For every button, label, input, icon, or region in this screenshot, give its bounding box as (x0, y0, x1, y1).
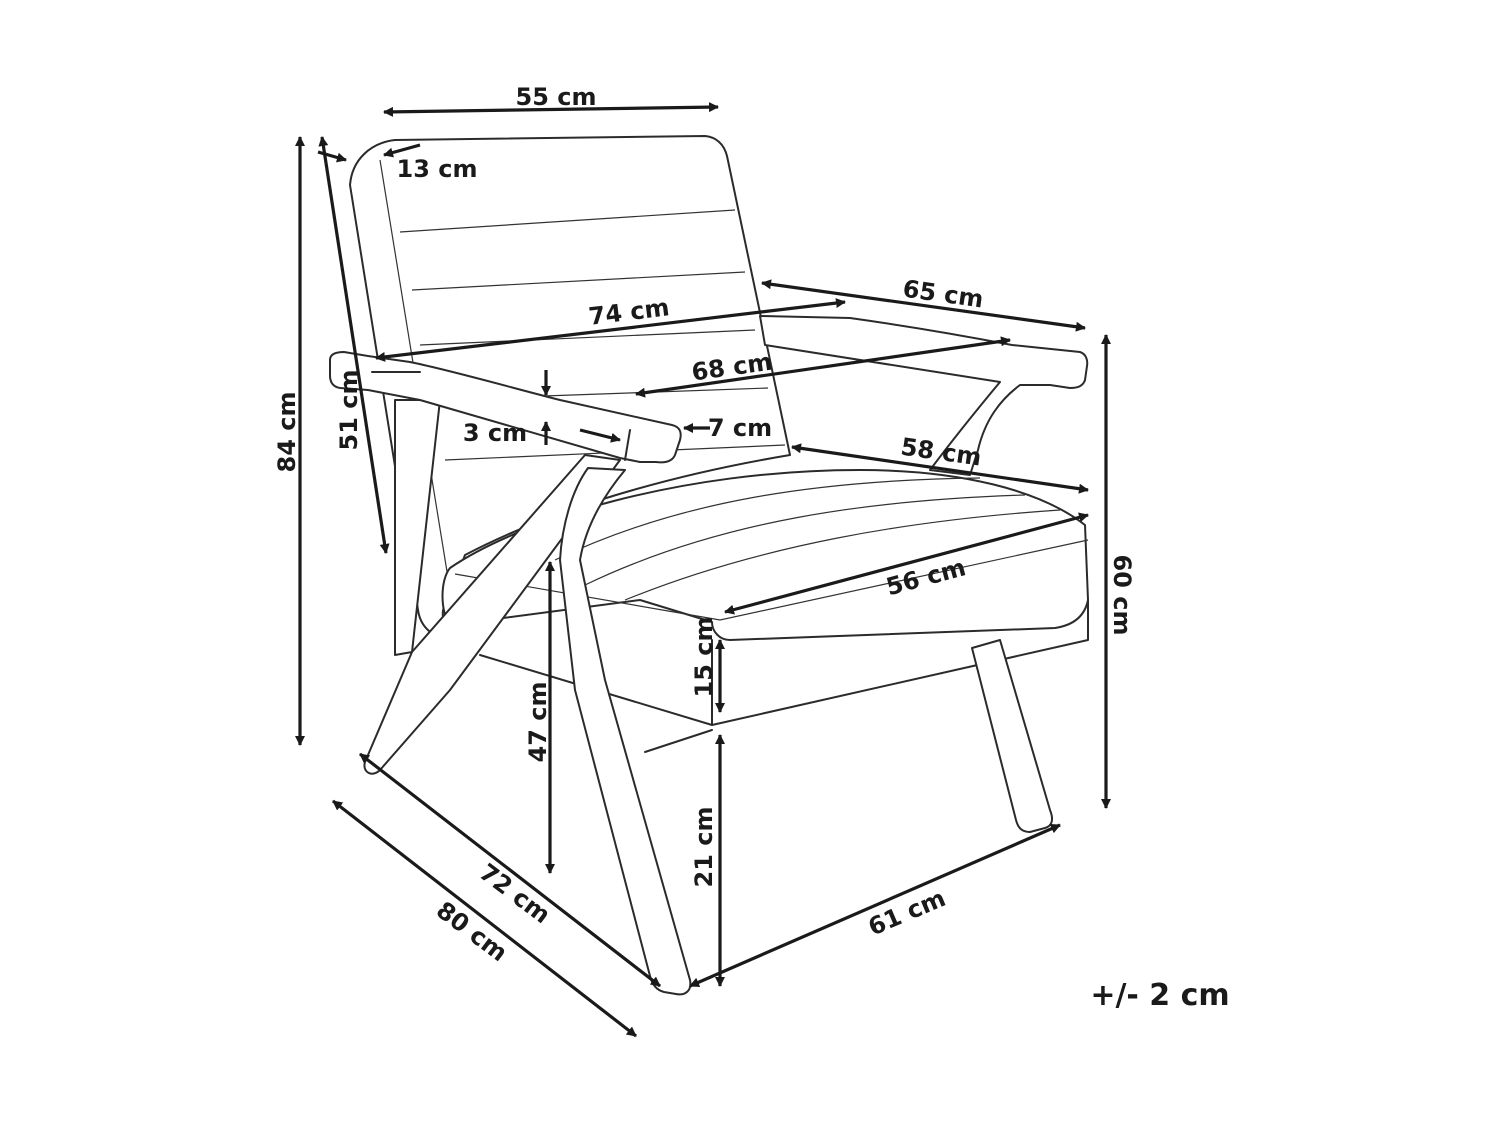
tolerance-note: +/- 2 cm (1090, 978, 1229, 1013)
label-base-clearance: 21 cm (690, 807, 718, 888)
label-arm-thickness: 3 cm (463, 419, 527, 447)
label-arm-height: 60 cm (1108, 555, 1136, 636)
label-cushion-height: 15 cm (690, 617, 718, 698)
dimension-lines (295, 102, 1111, 1038)
left-front-leg (559, 467, 692, 996)
label-arm-width: 7 cm (708, 414, 772, 442)
label-total-height: 84 cm (273, 392, 301, 473)
label-arm-length-right: 65 cm (901, 275, 985, 314)
label-seat-height: 47 cm (524, 682, 552, 763)
label-back-thickness: 13 cm (397, 155, 478, 183)
right-rear-leg (971, 639, 1054, 833)
label-width-top: 55 cm (516, 83, 597, 111)
label-back-height: 51 cm (335, 370, 363, 451)
